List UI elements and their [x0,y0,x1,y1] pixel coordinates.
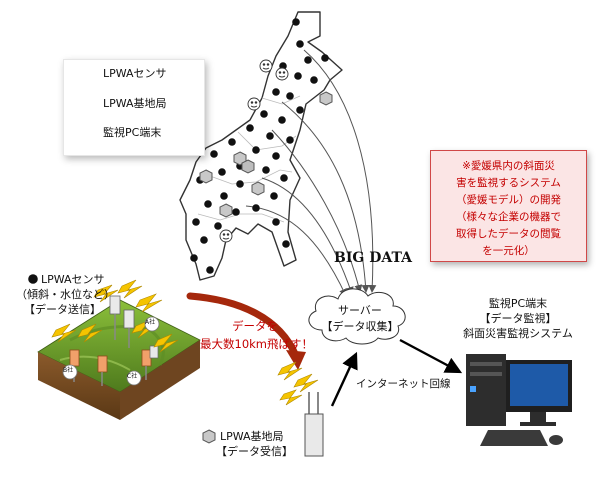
company-badge-c: C社 [127,373,138,380]
server-action: 【データ収集】 [321,320,399,333]
monitor-system: 斜面災害監視システム [463,327,573,340]
data-flow-arrows [245,49,377,297]
monitoring-pc [466,354,572,446]
sensor-dots [190,18,329,274]
sensor-block-action: 【データ送信】 [24,303,101,316]
transmit-line-1: データを [232,319,278,333]
company-badge-a: A社 [145,319,156,326]
callout-line-4: （様々な企業の機器で [456,211,561,223]
callout-box: ※愛媛県内の斜面災 害を監視するシステム （愛媛モデル）の開発 （様々な企業の機… [430,150,587,262]
server-label: サーバー [338,304,382,317]
internet-label: インターネット回線 [356,378,451,390]
sensor-block-title: LPWAセンサ [41,273,105,286]
base-station-label: LPWA基地局 [220,430,284,443]
company-badge-b: B社 [63,367,74,374]
server-cloud [308,288,406,345]
pc-terminal-smileys [219,59,289,243]
server-to-pc-arrow [399,338,463,374]
sensor-label-dot [28,274,38,284]
company-badges [62,316,160,386]
legend-base-station-label: LPWA基地局 [103,97,167,110]
monitor-action: 【データ監視】 [479,312,557,325]
callout-line-2: 害を監視するシステム [456,177,561,189]
legend-pc-terminal-label: 監視PC端末 [103,126,162,139]
base-station-hexes [199,91,333,218]
sensor-block-detail: （傾斜・水位など） [16,288,115,301]
legend [63,59,205,156]
terrain-block [37,299,201,420]
base-station-antenna [202,392,324,457]
legend-sensor-label: LPWAセンサ [103,67,167,80]
monitor-title: 監視PC端末 [488,297,548,310]
transmit-arrow [186,292,300,360]
transmit-line-2: 最大数10km飛ばす！ [200,337,313,351]
base-station-action: 【データ受信】 [216,445,293,458]
callout-line-5: 取得したデータの閲覧 [456,228,561,240]
big-data-label: BIG DATA [334,250,412,266]
callout-line-1: ※愛媛県内の斜面災 [462,160,555,172]
internet-arrow [330,351,358,407]
callout-line-3: （愛媛モデル）の開発 [456,194,561,206]
callout-line-6: を一元化） [482,245,535,257]
